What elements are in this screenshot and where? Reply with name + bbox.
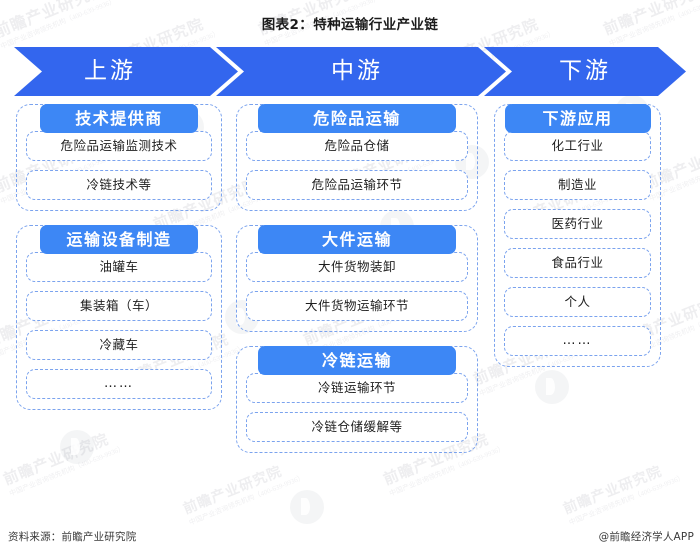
group-transport-equipment: 运输设备制造 油罐车 集装箱（车） 冷藏车 ……: [16, 225, 222, 410]
group-title: 运输设备制造: [40, 225, 198, 254]
list-item[interactable]: 制造业: [504, 170, 651, 200]
list-item[interactable]: 冷链仓储缓解等: [246, 412, 468, 442]
list-item[interactable]: 大件货物运输环节: [246, 291, 468, 321]
arrow-segment-downstream: [484, 47, 686, 96]
group-card: 冷链运输环节 冷链仓储缓解等: [236, 346, 478, 453]
band-label-downstream: 下游: [559, 58, 611, 84]
group-card: 大件货物装卸 大件货物运输环节: [236, 225, 478, 332]
column-downstream: 下游应用 化工行业 制造业 医药行业 食品行业 个人 ……: [494, 104, 661, 381]
list-item-ellipsis[interactable]: ……: [26, 369, 212, 399]
page-title: 图表2：特种运输行业产业链: [261, 17, 439, 33]
column-midstream: 危险品运输 危险品仓储 危险品运输环节 大件运输 大件货物装卸 大件货物运输环节…: [236, 104, 478, 467]
list-item-ellipsis[interactable]: ……: [504, 326, 651, 356]
band-label-midstream: 中游: [331, 58, 383, 84]
list-item[interactable]: 危险品运输环节: [246, 170, 468, 200]
arrow-segment-upstream: [14, 47, 238, 96]
group-tech-provider: 技术提供商 危险品运输监测技术 冷链技术等: [16, 104, 222, 211]
app-credit: @前瞻经济学人APP: [598, 531, 694, 543]
group-title: 危险品运输: [258, 104, 456, 133]
list-item[interactable]: 冷链技术等: [26, 170, 212, 200]
list-item[interactable]: 冷链运输环节: [246, 373, 468, 403]
list-item[interactable]: 冷藏车: [26, 330, 212, 360]
group-cold-chain-transport: 冷链运输 冷链运输环节 冷链仓储缓解等: [236, 346, 478, 453]
value-chain-columns: 技术提供商 危险品运输监测技术 冷链技术等 运输设备制造 油罐车 集装箱（车） …: [0, 104, 700, 504]
arrow-segment-midstream: [216, 47, 506, 96]
list-item[interactable]: 化工行业: [504, 131, 651, 161]
footer: 资料来源：前瞻产业研究院 @前瞻经济学人APP: [0, 529, 700, 545]
value-chain-arrow-band: [14, 47, 686, 96]
column-upstream: 技术提供商 危险品运输监测技术 冷链技术等 运输设备制造 油罐车 集装箱（车） …: [16, 104, 222, 424]
group-downstream-applications: 下游应用 化工行业 制造业 医药行业 食品行业 个人 ……: [494, 104, 661, 367]
group-card: 危险品仓储 危险品运输环节: [236, 104, 478, 211]
band-label-upstream: 上游: [84, 58, 136, 84]
list-item[interactable]: 集装箱（车）: [26, 291, 212, 321]
group-card: 危险品运输监测技术 冷链技术等: [16, 104, 222, 211]
list-item[interactable]: 危险品仓储: [246, 131, 468, 161]
group-hazardous-transport: 危险品运输 危险品仓储 危险品运输环节: [236, 104, 478, 211]
list-item[interactable]: 危险品运输监测技术: [26, 131, 212, 161]
group-card: 化工行业 制造业 医药行业 食品行业 个人 ……: [494, 104, 661, 367]
list-item[interactable]: 油罐车: [26, 252, 212, 282]
group-oversize-transport: 大件运输 大件货物装卸 大件货物运输环节: [236, 225, 478, 332]
group-title: 冷链运输: [258, 346, 456, 375]
list-item[interactable]: 医药行业: [504, 209, 651, 239]
list-item[interactable]: 个人: [504, 287, 651, 317]
group-title: 下游应用: [504, 104, 651, 133]
group-title: 大件运输: [258, 225, 456, 254]
group-card: 油罐车 集装箱（车） 冷藏车 ……: [16, 225, 222, 410]
group-title: 技术提供商: [40, 104, 198, 133]
list-item[interactable]: 大件货物装卸: [246, 252, 468, 282]
list-item[interactable]: 食品行业: [504, 248, 651, 278]
source-note: 资料来源：前瞻产业研究院: [8, 531, 137, 543]
